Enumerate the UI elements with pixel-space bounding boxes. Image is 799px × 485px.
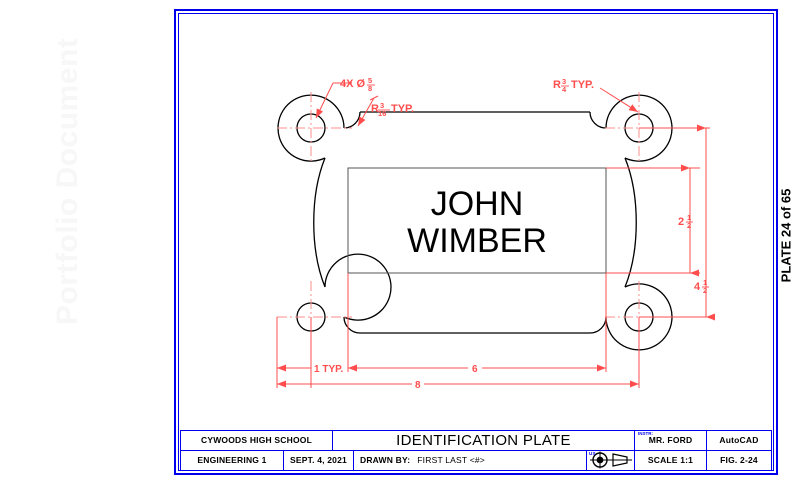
projection-symbol-cell: US [587,450,635,470]
svg-text:4: 4 [694,281,701,293]
svg-text:R: R [553,79,561,91]
date-cell: SEPT. 4, 2021 [284,450,354,470]
fillet-frac-denominator: 16 [378,109,386,118]
svg-text:2: 2 [678,216,684,228]
figure-cell: FIG. 2-24 [707,451,771,471]
figure-label: FIG. 2-24 [720,455,758,466]
sheet-border-outer [174,9,778,475]
svg-text:TYP.: TYP. [391,103,414,115]
dimension-edge-offset: 1 TYP. [314,364,343,375]
annotation-text: 4X Ø 5 8 R 3 16 TYP. R 3 4 TYP. 2 1 2 [314,76,709,391]
third-angle-projection-icon [589,451,632,469]
software-label: AutoCAD [719,435,759,446]
dimension-inner-width: 6 [472,364,478,375]
date-label: SEPT. 4, 2021 [290,455,347,466]
engraving-field [347,167,607,274]
course-label: ENGINEERING 1 [197,455,267,466]
svg-text:TYP.: TYP. [571,79,594,91]
annotation-fillet-radius: R 3 16 TYP. [371,101,414,118]
scale-label: SCALE 1:1 [647,455,694,466]
projection-standard-label: US [589,450,596,456]
corner-frac-numerator: 3 [562,77,566,86]
engraved-name-line1: JOHN [431,185,524,223]
school-cell: CYWOODS HIGH SCHOOL [181,431,333,451]
fillet-frac-numerator: 3 [380,101,384,110]
engraved-name-line2: WIMBER [407,222,547,260]
title-block-row-top: CYWOODS HIGH SCHOOL IDENTIFICATION PLATE… [181,431,771,451]
annotation-hole-callout: 4X Ø 5 8 [340,76,375,93]
svg-text:4X Ø: 4X Ø [340,78,366,90]
drawn-by-cell: DRAWN BY: FIRST LAST <#> [354,450,587,470]
instructor-tag-label: INSTR: [638,431,653,436]
drawing-title-label: IDENTIFICATION PLATE [396,431,571,449]
school-label: CYWOODS HIGH SCHOOL [201,435,312,446]
dimension-inner-height: 2 1 2 [678,213,693,230]
hole-frac-numerator: 5 [368,76,372,85]
drawn-by-label: DRAWN BY: [360,455,411,466]
svg-text:R: R [371,103,379,115]
annotation-corner-radius: R 3 4 TYP. [553,77,594,94]
instructor-cell: INSTR: MR. FORD [635,431,707,451]
title-block-row-bottom: ENGINEERING 1 SEPT. 4, 2021 DRAWN BY: FI… [181,450,771,471]
svg-text:1: 1 [687,213,691,222]
software-cell: AutoCAD [707,431,771,451]
drawn-by-value: FIRST LAST <#> [417,455,485,466]
scale-cell: SCALE 1:1 [635,450,707,470]
dimension-overall-width: 8 [415,380,421,391]
svg-text:1: 1 [703,278,707,287]
instructor-name-label: MR. FORD [648,435,693,446]
drawing-title-cell: IDENTIFICATION PLATE [333,431,635,451]
dimension-overall-height: 4 1 2 [694,278,709,295]
corner-frac-denominator: 4 [562,85,567,94]
svg-text:2: 2 [687,221,691,230]
svg-text:2: 2 [703,286,707,295]
hole-frac-denominator: 8 [368,84,372,93]
title-block: CYWOODS HIGH SCHOOL IDENTIFICATION PLATE… [180,430,772,471]
course-cell: ENGINEERING 1 [181,450,284,470]
